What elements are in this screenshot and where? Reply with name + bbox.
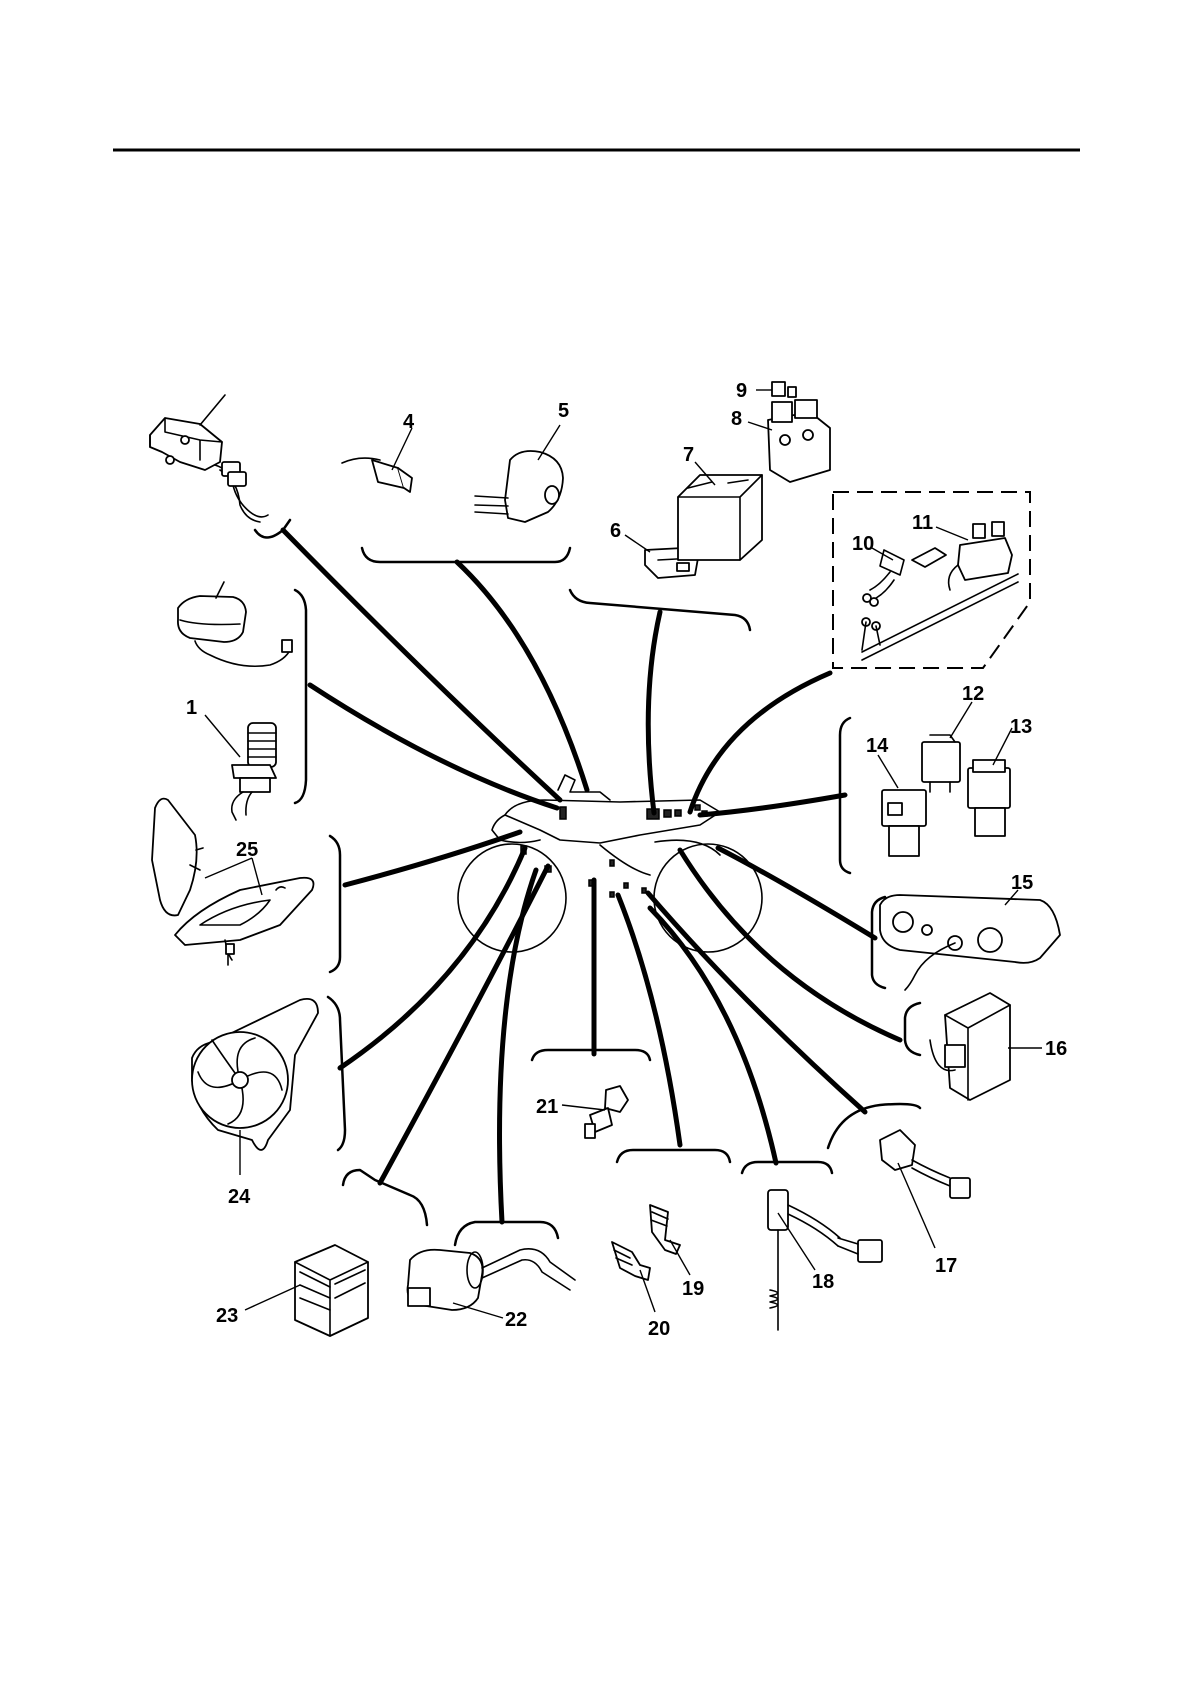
callout-15: 15	[1011, 872, 1033, 894]
callout-9: 9	[736, 380, 747, 402]
callout-5: 5	[558, 400, 569, 422]
callout-labels: 1 4 5 6 7 8 9 10 11 12 13 14 15 16 17 18…	[186, 380, 1067, 1340]
license-light-part	[178, 582, 292, 666]
part-1-switch	[205, 715, 276, 820]
callout-19: 19	[682, 1278, 704, 1300]
callout-12: 12	[962, 683, 984, 705]
callout-11: 11	[912, 512, 933, 534]
part-22-coil	[408, 1249, 576, 1318]
callout-23: 23	[216, 1305, 238, 1327]
callout-1: 1	[186, 697, 197, 719]
part-23-regulator	[245, 1245, 368, 1336]
part-5-sensor	[475, 425, 563, 522]
callout-22: 22	[505, 1309, 527, 1331]
callout-13: 13	[1010, 716, 1032, 738]
part-16-ecu	[930, 993, 1042, 1100]
callout-8: 8	[731, 408, 742, 430]
part-15-lamp	[880, 890, 1060, 990]
callout-20: 20	[648, 1318, 670, 1340]
callout-6: 6	[610, 520, 621, 542]
part-14-relay	[878, 755, 926, 856]
callout-21: 21	[536, 1096, 558, 1118]
motorcycle-outline	[458, 775, 762, 952]
part-4-sensor	[342, 428, 412, 492]
part-24-fan	[192, 999, 318, 1175]
part-17-sensor	[880, 1130, 970, 1248]
callout-4: 4	[403, 411, 415, 433]
callout-10: 10	[852, 533, 874, 555]
callout-17: 17	[935, 1255, 957, 1277]
main-switch-part	[150, 395, 268, 522]
callout-14: 14	[866, 735, 889, 757]
callout-7: 7	[683, 444, 694, 466]
callout-25: 25	[236, 839, 258, 861]
part-19-sensor	[650, 1205, 690, 1275]
part-25-headlight	[152, 799, 314, 965]
part-8-relay	[748, 400, 830, 482]
part-18-sensor	[768, 1190, 882, 1330]
part-12-relay	[922, 702, 972, 792]
part-9-fuse	[756, 382, 796, 397]
part-13-relay	[968, 728, 1012, 836]
callout-18: 18	[812, 1271, 834, 1293]
part-20-sensor	[612, 1242, 655, 1312]
part-7-battery	[678, 462, 762, 560]
part-21-sensor	[562, 1086, 628, 1138]
callout-24: 24	[228, 1186, 251, 1208]
callout-16: 16	[1045, 1038, 1067, 1060]
